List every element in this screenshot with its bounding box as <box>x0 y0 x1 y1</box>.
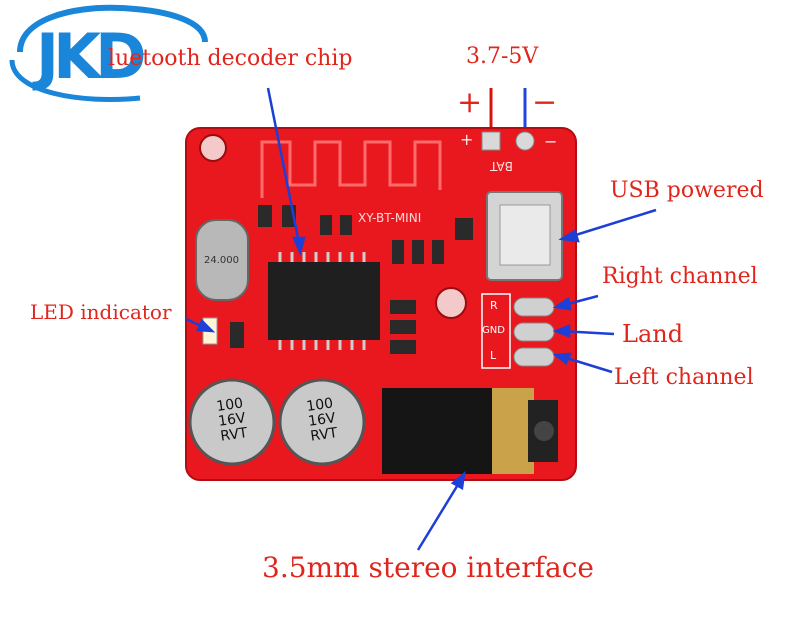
capacitor-1-text: 100 16V RVT <box>197 394 267 447</box>
label-stereo: 3.5mm stereo interface <box>262 551 594 584</box>
pad-r-label: R <box>490 299 498 312</box>
pad-left <box>513 347 555 367</box>
logo-ring-icon <box>9 4 208 102</box>
pad-right <box>513 297 555 317</box>
logo: JKD <box>36 20 147 93</box>
bat-minus: − <box>544 132 558 151</box>
label-voltage: 3.7-5V <box>466 44 539 69</box>
audio-jack <box>382 388 502 474</box>
board-model: XY-BT-MINI <box>358 211 422 225</box>
decoder-chip <box>268 262 380 340</box>
arrow-chip <box>266 87 302 249</box>
label-plus: + <box>457 85 483 120</box>
label-right-channel: Right channel <box>602 264 758 289</box>
pad-l-label: L <box>490 349 497 362</box>
mount-hole <box>199 134 227 162</box>
capacitor-2 <box>278 378 366 466</box>
pad-gnd-label: GND <box>482 325 505 336</box>
mount-hole <box>435 287 467 319</box>
label-usb: USB powered <box>610 178 764 203</box>
arrow-stereo <box>416 477 464 551</box>
label-left-channel: Left channel <box>614 365 754 390</box>
bat-plus: + <box>460 130 474 149</box>
label-minus: − <box>532 85 558 120</box>
bat-label: BAT <box>490 159 513 173</box>
bat-minus-pad <box>515 131 535 151</box>
label-chip: luetooth decoder chip <box>108 46 353 71</box>
label-led: LED indicator <box>30 300 172 324</box>
crystal-label: 24.000 <box>204 255 239 266</box>
capacitor-2-text: 100 16V RVT <box>287 394 357 447</box>
bat-plus-pad <box>481 131 501 151</box>
label-land: Land <box>622 320 684 348</box>
arrow-usb <box>565 208 657 240</box>
pad-gnd <box>513 322 555 342</box>
antenna-trace <box>260 140 442 198</box>
capacitor-1 <box>188 378 276 466</box>
crystal <box>195 219 249 301</box>
